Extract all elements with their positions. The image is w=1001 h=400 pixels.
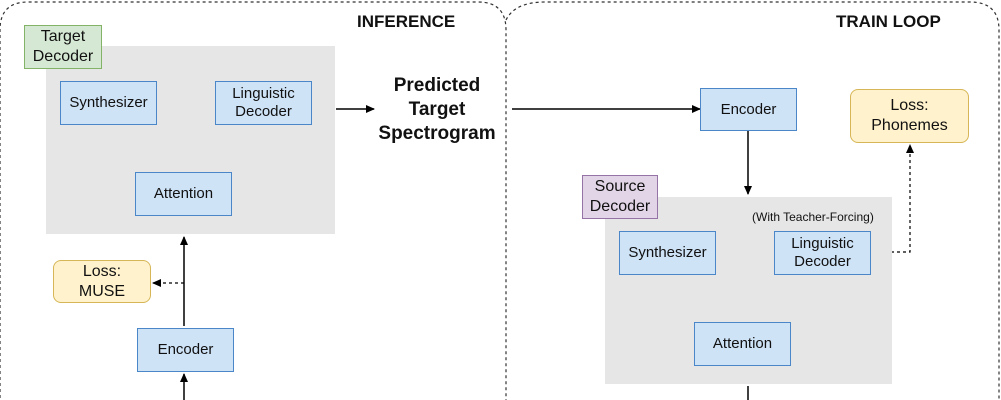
target-decoder-tag: Target Decoder xyxy=(24,25,102,69)
attention-box-train: Attention xyxy=(694,322,791,366)
train-loop-panel-outline xyxy=(505,1,1000,400)
synthesizer-box: Synthesizer xyxy=(60,81,157,125)
attention-box: Attention xyxy=(135,172,232,216)
encoder-box-train: Encoder xyxy=(700,88,797,131)
inference-heading: INFERENCE xyxy=(357,12,456,31)
teacher-forcing-note: (With Teacher-Forcing) xyxy=(752,210,874,224)
encoder-box-inference: Encoder xyxy=(137,328,234,372)
loss-muse-box: Loss: MUSE xyxy=(53,260,151,303)
loss-phonemes-box: Loss: Phonemes xyxy=(850,89,969,143)
linguistic-decoder-box-train: Linguistic Decoder xyxy=(774,231,871,275)
inference-panel-outline xyxy=(0,1,507,400)
train-loop-heading: TRAIN LOOP xyxy=(836,12,941,31)
predicted-target-spectrogram-label: Predicted Target Spectrogram xyxy=(378,75,496,144)
source-decoder-tag: Source Decoder xyxy=(582,175,658,219)
linguistic-decoder-box: Linguistic Decoder xyxy=(215,81,312,125)
synthesizer-box-train: Synthesizer xyxy=(619,231,716,275)
